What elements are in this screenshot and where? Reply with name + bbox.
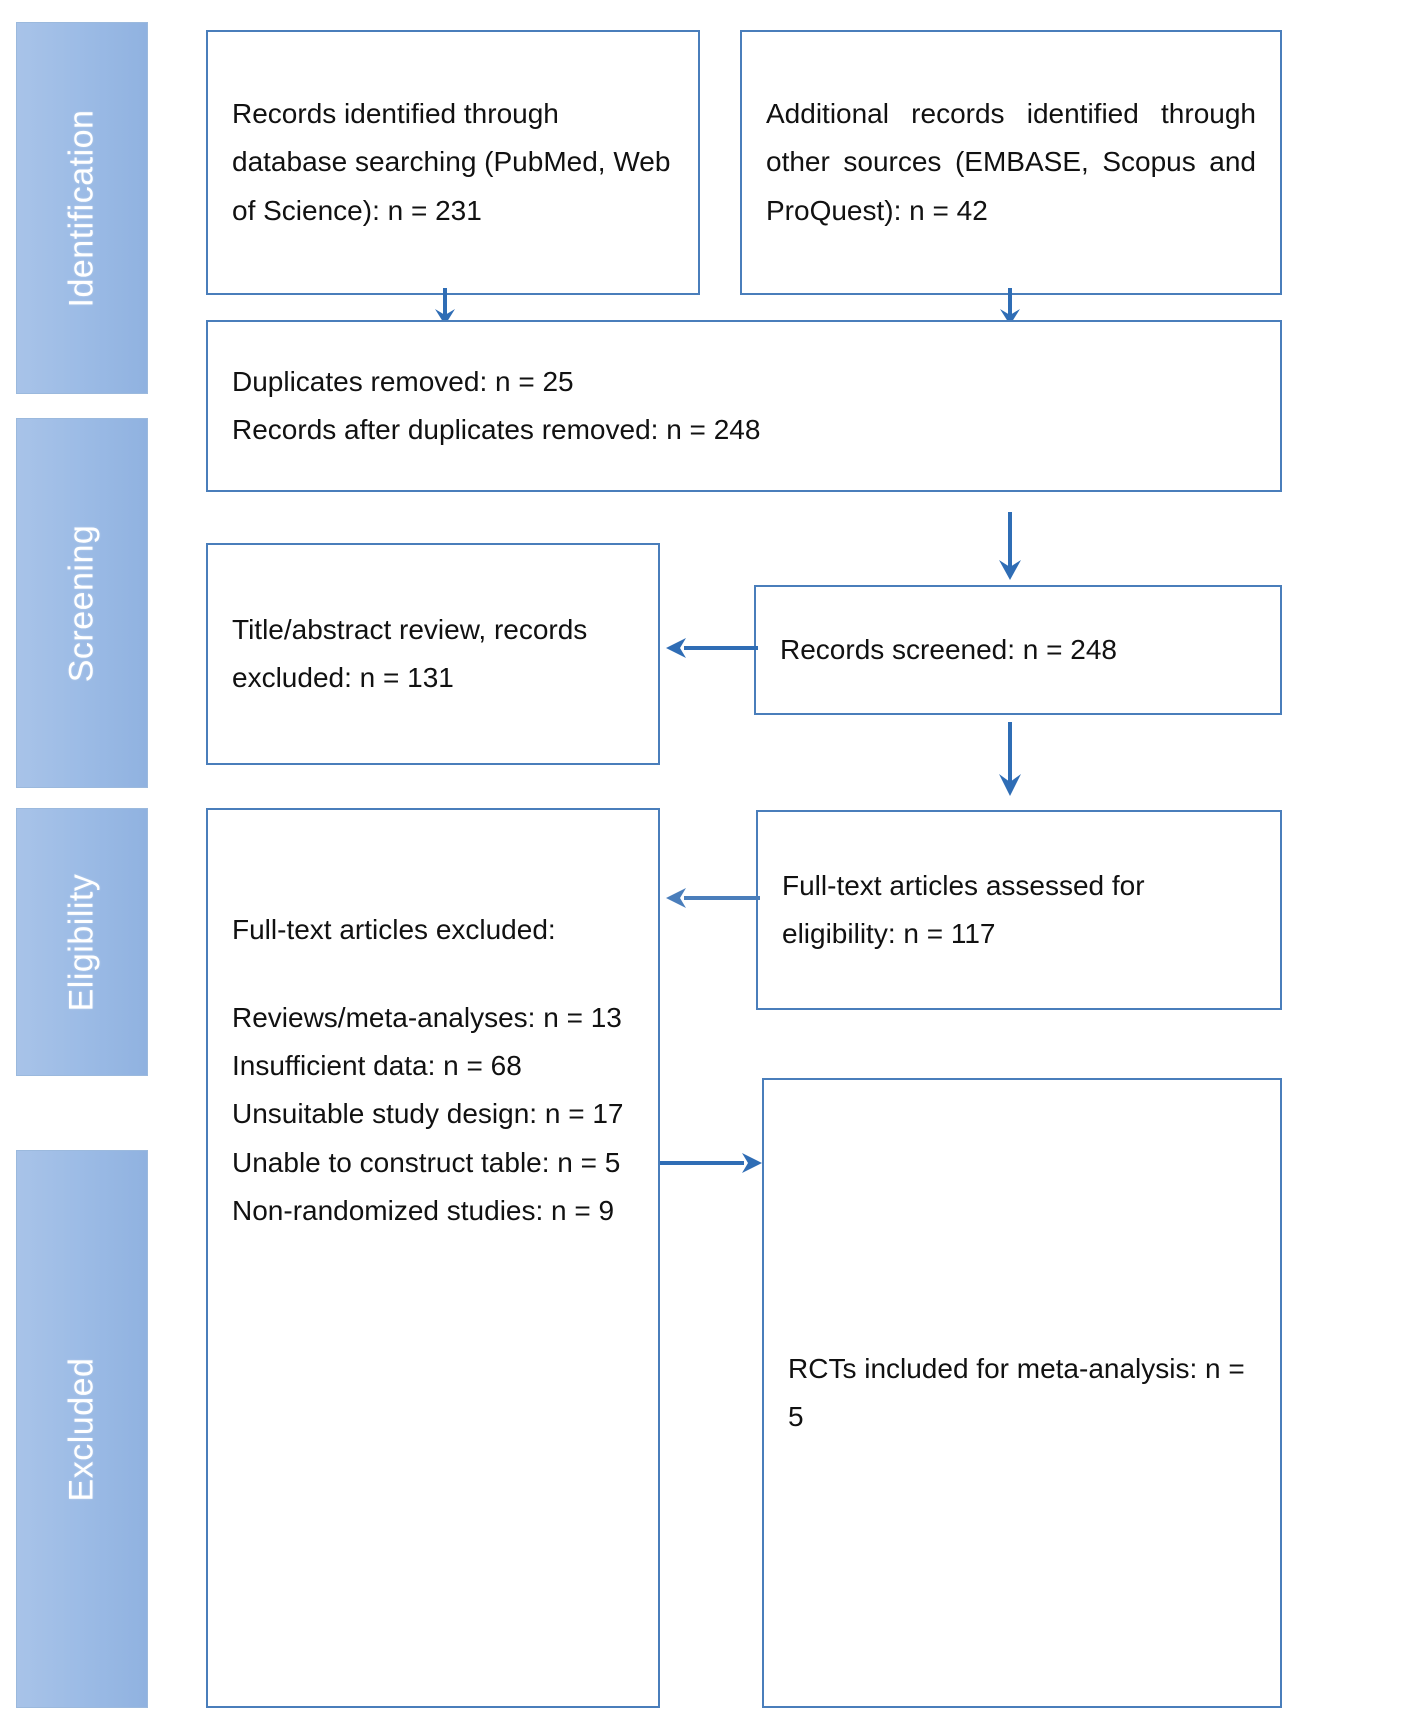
- stage-bar-screening-label: Screening: [62, 524, 101, 682]
- box-fulltext-assessed: Full-text articles assessed for eligibil…: [756, 810, 1282, 1010]
- box-fulltext-excluded-reason-2: Unsuitable study design: n = 17: [232, 1098, 624, 1130]
- box-duplicates-removed: Duplicates removed: n = 25 Records after…: [206, 320, 1282, 492]
- box-rcts-included: RCTs included for meta-analysis: n = 5: [762, 1078, 1282, 1708]
- box-records-screened: Records screened: n = 248: [754, 585, 1282, 715]
- box-records-identified-database: Records identified through database sear…: [206, 30, 700, 295]
- arrow-down-to-records-screened: [992, 512, 1028, 582]
- box-fulltext-excluded-reason-0: Reviews/meta-analyses: n = 13: [232, 1002, 622, 1034]
- stage-bar-identification: Identification: [16, 22, 148, 394]
- arrow-left-to-fulltext-excluded: [662, 880, 760, 916]
- box-records-identified-database-text: Records identified through database sear…: [232, 98, 671, 226]
- arrow-right-to-rcts-included: [660, 1145, 766, 1181]
- box-records-screened-text: Records screened: n = 248: [780, 633, 1117, 665]
- box-records-identified-other-sources: Additional records identified through ot…: [740, 30, 1282, 295]
- box-duplicates-removed-line2: Records after duplicates removed: n = 24…: [232, 414, 761, 445]
- box-fulltext-excluded-reason-1: Insufficient data: n = 68: [232, 1050, 522, 1082]
- box-rcts-included-text: RCTs included for meta-analysis: n = 5: [788, 1352, 1245, 1432]
- stage-bar-excluded-label: Excluded: [62, 1357, 101, 1501]
- stage-bar-excluded: Excluded: [16, 1150, 148, 1708]
- stage-bar-identification-label: Identification: [62, 109, 101, 307]
- stage-bar-eligibility-label: Eligibility: [62, 873, 101, 1011]
- stage-bar-eligibility: Eligibility: [16, 808, 148, 1076]
- box-fulltext-excluded-reason-4: Non-randomized studies: n = 9: [232, 1194, 615, 1226]
- box-duplicates-removed-line1: Duplicates removed: n = 25: [232, 365, 574, 397]
- box-fulltext-assessed-text: Full-text articles assessed for eligibil…: [782, 869, 1145, 949]
- arrow-left-to-title-abstract-excluded: [662, 630, 758, 666]
- stage-bar-screening: Screening: [16, 418, 148, 788]
- arrow-down-from-database-search: [427, 288, 463, 326]
- arrow-down-to-fulltext-assessed: [992, 722, 1028, 798]
- box-title-abstract-excluded-text: Title/abstract review, records excluded:…: [232, 613, 588, 693]
- box-fulltext-excluded-heading: Full-text articles excluded:: [232, 914, 556, 945]
- box-records-identified-other-sources-text: Additional records identified through ot…: [766, 98, 1256, 226]
- box-fulltext-excluded-reason-3: Unable to construct table: n = 5: [232, 1146, 621, 1178]
- box-fulltext-excluded: Full-text articles excluded: Reviews/met…: [206, 808, 660, 1708]
- box-title-abstract-excluded: Title/abstract review, records excluded:…: [206, 543, 660, 765]
- arrow-down-from-other-sources: [992, 288, 1028, 326]
